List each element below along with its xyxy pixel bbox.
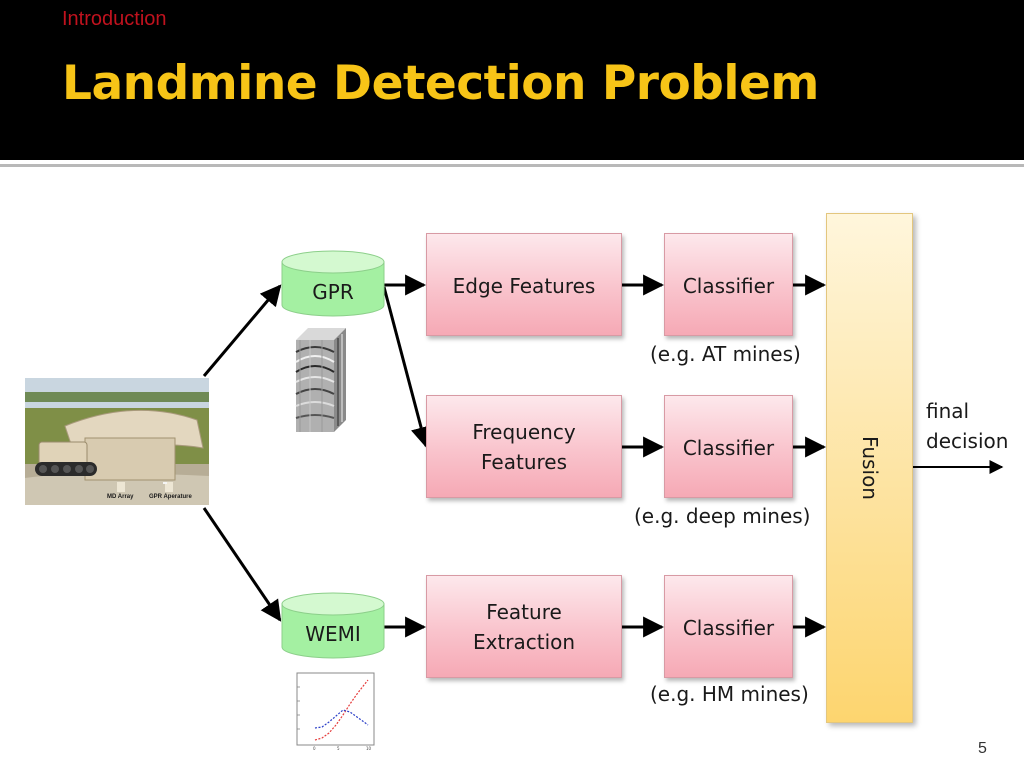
gpr-database-icon [281, 250, 385, 317]
plot-xtick-5: 5 [337, 746, 340, 751]
classifier-middle-label: Classifier [682, 436, 775, 460]
photo-caption-gpr-aperture: GPR Aperature [149, 494, 192, 500]
arrow-gpr-to-frequency [382, 286, 432, 449]
plot-xtick-10: 10 [366, 746, 372, 751]
frequency-features-line1: Frequency [472, 419, 576, 444]
final-decision-line1: final [926, 399, 970, 423]
note-at-mines: (e.g. AT mines) [650, 342, 801, 366]
gpr-sensor-label: GPR [312, 280, 354, 304]
classifier-box-top: Classifier [664, 233, 793, 336]
gpr-data-cube-image [295, 328, 346, 432]
title-bar [0, 0, 1024, 160]
feature-extraction-box: Feature Extraction [426, 575, 622, 678]
page-number: 5 [978, 740, 987, 757]
feature-extraction-line2: Extraction [472, 630, 576, 654]
fusion-box: Fusion [826, 213, 913, 723]
final-decision-label: final decision [926, 396, 1008, 456]
frequency-features-line2: Features [481, 449, 567, 474]
edge-features-box: Edge Features [426, 233, 622, 336]
edge-features-label: Edge Features [452, 274, 596, 298]
plot-xtick-0: 0 [313, 746, 316, 751]
vehicle-illustration [25, 378, 209, 505]
classifier-top-label: Classifier [682, 274, 775, 298]
wemi-sensor-label: WEMI [305, 622, 361, 646]
classifier-bottom-label: Classifier [682, 616, 775, 640]
note-hm-mines: (e.g. HM mines) [650, 682, 809, 706]
classifier-box-middle: Classifier [664, 395, 793, 498]
section-label: Introduction [62, 8, 167, 30]
photo-caption-md-array: MD Array [107, 494, 134, 500]
slide-title: Landmine Detection Problem [62, 56, 819, 111]
wemi-response-plot: 0 5 10 [296, 672, 375, 751]
frequency-features-box: Frequency Features [426, 395, 622, 498]
wemi-plot-red-series [314, 679, 369, 741]
fusion-label: Fusion [857, 436, 882, 500]
wemi-database-icon [281, 592, 385, 659]
detection-vehicle-photo: MD Array GPR Aperature [25, 378, 209, 505]
feature-extraction-line1: Feature [486, 600, 562, 624]
arrow-vehicle-to-gpr [202, 284, 282, 377]
note-deep-mines: (e.g. deep mines) [634, 504, 811, 528]
classifier-box-bottom: Classifier [664, 575, 793, 678]
title-divider [0, 164, 1024, 167]
arrow-vehicle-to-wemi [202, 507, 282, 622]
final-decision-line2: decision [926, 429, 1009, 453]
